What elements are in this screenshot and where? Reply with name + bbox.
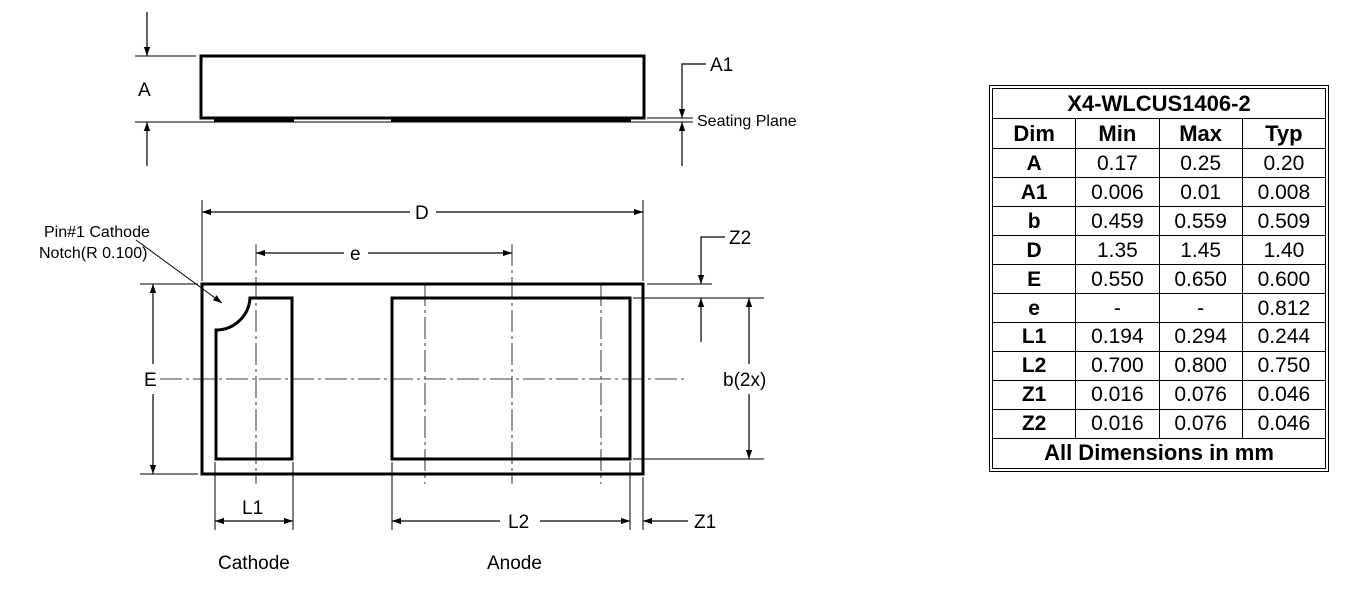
a1-leader bbox=[678, 63, 706, 118]
label-e-width: E bbox=[144, 370, 157, 391]
cell-dim: e bbox=[991, 293, 1077, 323]
header-min: Min bbox=[1075, 118, 1160, 150]
cell-min: - bbox=[1075, 293, 1160, 323]
cell-min: 0.016 bbox=[1075, 379, 1160, 410]
table-row: Z2 0.016 0.076 0.046 bbox=[991, 408, 1327, 439]
header-dim: Dim bbox=[991, 118, 1077, 150]
table-footer: All Dimensions in mm bbox=[992, 437, 1326, 470]
label-l1: L1 bbox=[242, 498, 263, 519]
table-title-row: X4-WLCUS1406-2 bbox=[992, 87, 1326, 120]
cell-typ: 0.812 bbox=[1241, 293, 1327, 323]
z2-leader bbox=[697, 236, 725, 284]
cell-min: 1.35 bbox=[1075, 235, 1160, 266]
cell-max: 0.650 bbox=[1158, 264, 1243, 295]
cell-typ: 1.40 bbox=[1241, 235, 1327, 266]
cell-max: 1.45 bbox=[1158, 235, 1243, 266]
table-footer-row: All Dimensions in mm bbox=[992, 437, 1326, 470]
cell-dim: Z1 bbox=[991, 379, 1077, 410]
header-max: Max bbox=[1158, 118, 1243, 150]
cell-typ: 0.509 bbox=[1241, 206, 1327, 237]
label-a: A bbox=[138, 80, 151, 101]
cell-typ: 0.600 bbox=[1241, 264, 1327, 295]
cell-dim: A bbox=[991, 148, 1077, 179]
side-body-outline bbox=[199, 54, 646, 120]
cell-min: 0.459 bbox=[1075, 206, 1160, 237]
cell-max: 0.01 bbox=[1158, 177, 1243, 208]
label-pin1-line2: Notch(R 0.100) bbox=[39, 245, 148, 262]
cell-min: 0.700 bbox=[1075, 350, 1160, 381]
cell-typ: 0.008 bbox=[1241, 177, 1327, 208]
label-a1: A1 bbox=[710, 55, 733, 76]
table-row: L1 0.194 0.294 0.244 bbox=[991, 322, 1327, 352]
table-title: X4-WLCUS1406-2 bbox=[992, 87, 1326, 120]
label-cathode: Cathode bbox=[218, 553, 290, 574]
table-header-row: Dim Min Max Typ bbox=[991, 118, 1327, 150]
cell-dim: b bbox=[991, 206, 1077, 237]
cell-typ: 0.046 bbox=[1241, 408, 1327, 439]
cell-min: 0.550 bbox=[1075, 264, 1160, 295]
label-pin1-line1: Pin#1 Cathode bbox=[44, 224, 150, 241]
table-row: A1 0.006 0.01 0.008 bbox=[991, 177, 1327, 208]
cell-min: 0.17 bbox=[1075, 148, 1160, 179]
table-row: Z1 0.016 0.076 0.046 bbox=[991, 379, 1327, 410]
cell-max: 0.076 bbox=[1158, 379, 1243, 410]
cell-min: 0.016 bbox=[1075, 408, 1160, 439]
cell-max: - bbox=[1158, 293, 1243, 323]
table-row: A 0.17 0.25 0.20 bbox=[991, 148, 1327, 179]
bottom-view: D e Pin#1 Cathode Notch(R 0.100) E Z2 b(… bbox=[39, 200, 766, 574]
cell-dim: E bbox=[991, 264, 1077, 295]
cell-dim: D bbox=[991, 235, 1077, 266]
table-row: L2 0.700 0.800 0.750 bbox=[991, 350, 1327, 381]
cathode-pad bbox=[214, 296, 294, 461]
cell-max: 0.800 bbox=[1158, 350, 1243, 381]
label-l2: L2 bbox=[508, 512, 529, 533]
table-row: b 0.459 0.559 0.509 bbox=[991, 206, 1327, 237]
cell-max: 0.559 bbox=[1158, 206, 1243, 237]
table-row: E 0.550 0.650 0.600 bbox=[991, 264, 1327, 295]
header-typ: Typ bbox=[1241, 118, 1327, 150]
label-d: D bbox=[415, 203, 429, 224]
label-e-pitch: e bbox=[350, 244, 361, 265]
label-seating-plane: Seating Plane bbox=[697, 113, 797, 130]
cell-min: 0.194 bbox=[1075, 322, 1160, 352]
cell-dim: L2 bbox=[991, 350, 1077, 381]
cell-max: 0.076 bbox=[1158, 408, 1243, 439]
label-z1: Z1 bbox=[694, 512, 716, 533]
cell-dim: L1 bbox=[991, 322, 1077, 352]
cell-max: 0.25 bbox=[1158, 148, 1243, 179]
anode-pad bbox=[390, 296, 632, 461]
label-b: b(2x) bbox=[723, 370, 766, 391]
table-row: e - - 0.812 bbox=[991, 293, 1327, 323]
cell-typ: 0.750 bbox=[1241, 350, 1327, 381]
cell-typ: 0.20 bbox=[1241, 148, 1327, 179]
cell-typ: 0.046 bbox=[1241, 379, 1327, 410]
table-row: D 1.35 1.45 1.40 bbox=[991, 235, 1327, 266]
dimension-table-frame: X4-WLCUS1406-2 Dim Min Max Typ A 0.17 0.… bbox=[989, 85, 1329, 472]
side-view: A A1 Seating Plane bbox=[135, 12, 797, 166]
label-z2: Z2 bbox=[729, 228, 751, 249]
pin1-leader bbox=[135, 239, 223, 304]
label-anode: Anode bbox=[487, 553, 542, 574]
dimension-table: X4-WLCUS1406-2 Dim Min Max Typ A 0.17 0.… bbox=[991, 87, 1327, 470]
cell-min: 0.006 bbox=[1075, 177, 1160, 208]
cell-dim: A1 bbox=[991, 177, 1077, 208]
cell-max: 0.294 bbox=[1158, 322, 1243, 352]
cell-typ: 0.244 bbox=[1241, 322, 1327, 352]
cell-dim: Z2 bbox=[991, 408, 1077, 439]
